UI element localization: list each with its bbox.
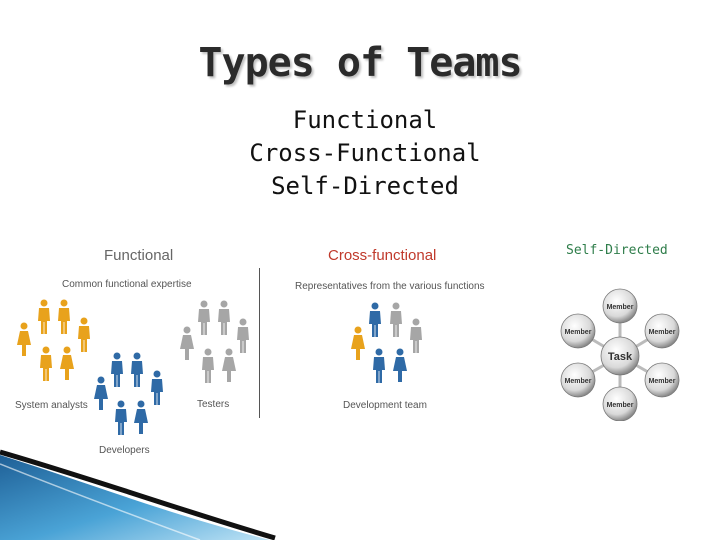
developer-figure (134, 400, 148, 434)
member-text: Member (649, 378, 676, 385)
member-node: Member (560, 313, 596, 349)
analyst-figure (60, 346, 74, 380)
tester-figure (390, 302, 402, 337)
tester-figure (218, 300, 230, 335)
member-text: Member (565, 378, 592, 385)
analyst-figure (58, 299, 70, 334)
team-type-item: Functional (292, 106, 438, 134)
member-node: Member (602, 386, 638, 421)
developers-label: Developers (99, 445, 150, 456)
developer-figure (115, 400, 127, 435)
member-node: Member (644, 313, 680, 349)
tester-figure (222, 348, 236, 382)
system-analysts-label: System analysts (15, 400, 88, 411)
team-type-item: Cross-Functional (249, 139, 481, 167)
developer-figure (369, 302, 381, 337)
analyst-figure (38, 299, 50, 334)
self-directed-heading: Self-Directed (566, 243, 668, 258)
analyst-figure (351, 326, 365, 360)
corner-swoosh-decoration (0, 449, 276, 540)
member-text: Member (607, 304, 634, 311)
functional-heading: Functional (104, 247, 174, 264)
developer-figure (111, 352, 123, 387)
cross-functional-heading: Cross-functional (328, 247, 437, 264)
member-text: Member (607, 402, 634, 409)
analyst-figure (78, 317, 90, 352)
cross-functional-caption: Representatives from the various functio… (295, 281, 485, 292)
member-node: Member (602, 288, 638, 324)
tester-figure (198, 300, 210, 335)
panel-divider (259, 268, 260, 418)
task-node: Task (600, 336, 640, 376)
developer-figure (373, 348, 385, 383)
member-node: Member (644, 362, 680, 398)
member-text: Member (649, 329, 676, 336)
team-type-item: Self-Directed (271, 172, 459, 200)
developer-figure (94, 376, 108, 410)
developer-figure (131, 352, 143, 387)
tester-figure (180, 326, 194, 360)
task-text: Task (608, 351, 633, 363)
development-team-label: Development team (343, 400, 427, 411)
tester-figure (237, 318, 249, 353)
testers-label: Testers (197, 399, 230, 410)
member-text: Member (565, 329, 592, 336)
team-type-list: Functional Cross-Functional Self-Directe… (0, 104, 720, 203)
developer-figure (393, 348, 407, 382)
tester-figure (202, 348, 214, 383)
self-directed-diagram: Member Member Member Member Member Membe… (560, 288, 680, 421)
developer-figure (151, 370, 163, 405)
member-node: Member (560, 362, 596, 398)
functional-caption: Common functional expertise (62, 279, 192, 290)
analyst-figure (40, 346, 52, 381)
tester-figure (410, 318, 422, 353)
slide-title: Types of Teams (198, 40, 522, 86)
analyst-figure (17, 322, 31, 356)
